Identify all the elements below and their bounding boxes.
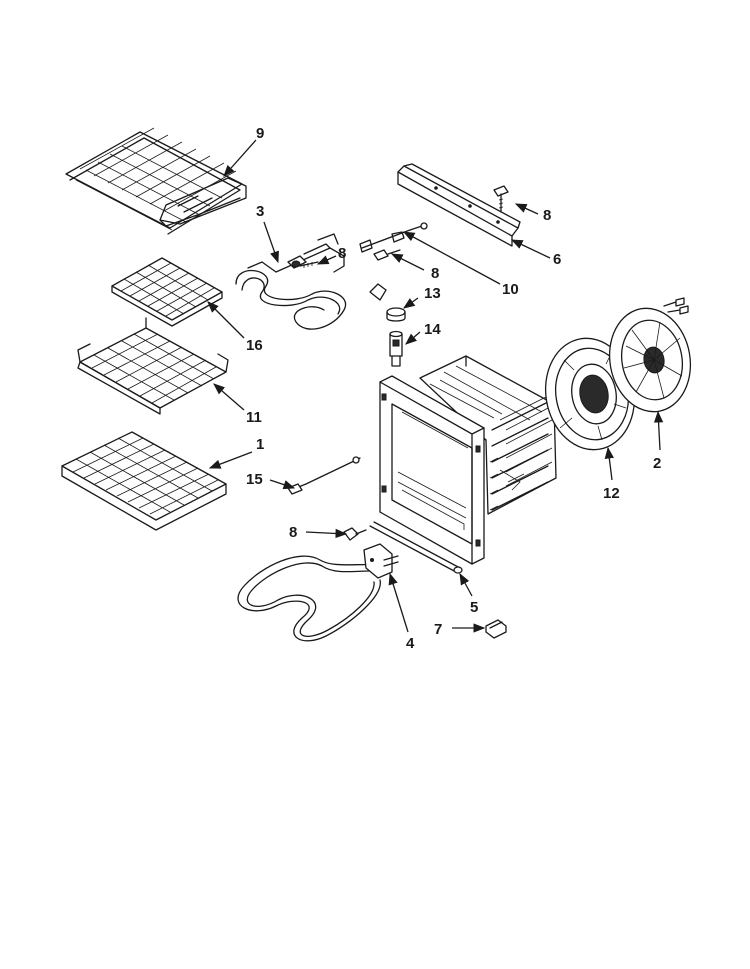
leader-lines: [207, 139, 664, 633]
callout-6: 6: [553, 251, 561, 268]
callout-7: 7: [434, 621, 442, 638]
screw-8-element-illustration: [299, 261, 319, 268]
tube-5-illustration: [369, 521, 463, 574]
screw-8-lower-illustration: [343, 527, 367, 541]
screw-8-top-illustration: [493, 185, 509, 213]
probe-15-illustration: [287, 456, 361, 495]
callout-16: 16: [246, 337, 263, 354]
fan-2-illustration: [608, 297, 692, 413]
callout-3: 3: [256, 203, 264, 220]
callout-15: 15: [246, 471, 263, 488]
callout-10: 10: [502, 281, 519, 298]
cap-13-illustration: [386, 307, 406, 322]
callout-8-lower: 8: [289, 524, 297, 541]
callout-14: 14: [424, 321, 441, 338]
callout-4: 4: [406, 635, 415, 652]
rack-16-illustration: [111, 257, 223, 327]
element-3-illustration: [235, 233, 387, 330]
rack-9-illustration: [65, 127, 247, 235]
callout-8-element: 8: [338, 245, 346, 262]
screw-8-mid-illustration: [373, 249, 401, 261]
callout-9: 9: [256, 125, 264, 142]
callout-12: 12: [603, 485, 620, 502]
sensor-14-illustration: [389, 330, 403, 367]
rack-1-illustration: [61, 431, 227, 531]
oven-cavity-illustration: [379, 355, 557, 565]
callout-2: 2: [653, 455, 661, 472]
callout-13: 13: [424, 285, 441, 302]
callout-8-top-bracket: 8: [543, 207, 551, 224]
callout-11: 11: [246, 409, 262, 426]
callout-8-mid: 8: [431, 265, 439, 282]
wire-10-illustration: [359, 222, 428, 253]
callout-5: 5: [470, 599, 478, 616]
rack-11-illustration: [77, 317, 229, 415]
callout-1: 1: [256, 436, 264, 453]
element-4-illustration: [237, 543, 399, 642]
bracket-6-illustration: [397, 163, 521, 247]
clip-7-illustration: [485, 619, 507, 639]
